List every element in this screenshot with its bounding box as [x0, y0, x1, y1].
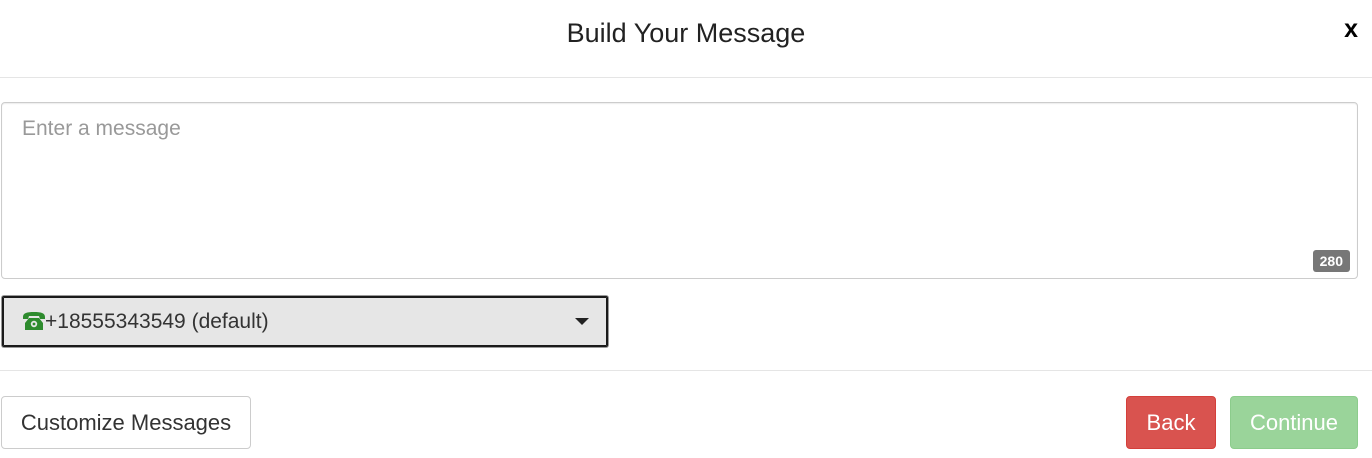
- modal-footer: Customize Messages Back Continue: [0, 371, 1372, 458]
- phone-icon: [23, 312, 45, 330]
- customize-messages-button[interactable]: Customize Messages: [1, 396, 251, 449]
- char-count-badge: 280: [1312, 250, 1350, 272]
- message-box: 280: [1, 102, 1358, 279]
- back-button[interactable]: Back: [1126, 396, 1216, 449]
- sender-number-value: +18555343549 (default): [45, 310, 269, 333]
- modal-header: Build Your Message x: [0, 0, 1372, 78]
- message-input[interactable]: [2, 103, 1357, 278]
- close-button[interactable]: x: [1344, 15, 1358, 43]
- sender-number-select[interactable]: +18555343549 (default): [2, 296, 608, 347]
- modal-title: Build Your Message: [566, 18, 806, 48]
- modal-body: 280 +18555343549 (default): [0, 78, 1372, 371]
- chevron-down-icon: [575, 318, 589, 325]
- continue-button[interactable]: Continue: [1230, 396, 1358, 449]
